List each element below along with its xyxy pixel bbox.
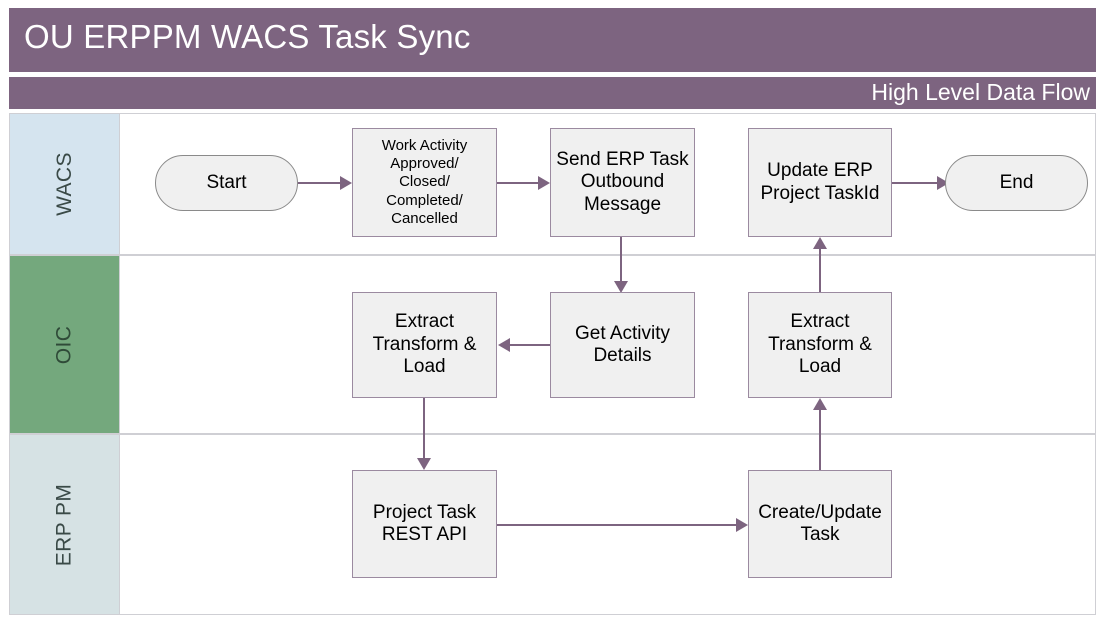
swimlane-header-erppm: ERP PM bbox=[10, 435, 120, 614]
title-band: OU ERPPM WACS Task Sync bbox=[9, 8, 1096, 72]
node-send-erp-label: Send ERP Task Outbound Message bbox=[556, 148, 689, 215]
connector-project-task-api-to-create-update bbox=[497, 524, 736, 526]
swimlane-label-wacs: WACS bbox=[52, 152, 76, 216]
node-project-task-rest-api[interactable]: Project Task REST API bbox=[352, 470, 497, 578]
arrowhead-work-activity-to-send-erp bbox=[538, 176, 550, 190]
node-update-erp-label: Update ERP Project TaskId bbox=[760, 160, 880, 204]
connector-work-activity-to-send-erp bbox=[497, 182, 538, 184]
node-etl-right-label: Extract Transform & Load bbox=[768, 311, 872, 378]
swimlane-label-erppm: ERP PM bbox=[52, 483, 76, 566]
node-end-label: End bbox=[999, 171, 1034, 193]
page-subtitle: High Level Data Flow bbox=[871, 79, 1090, 105]
connector-etl-right-to-update-erp bbox=[819, 249, 821, 292]
connector-etl-left-to-project-task-api bbox=[423, 398, 425, 458]
arrowhead-project-task-api-to-create-update bbox=[736, 518, 748, 532]
node-end[interactable]: End bbox=[945, 155, 1088, 211]
node-extract-transform-load-left[interactable]: Extract Transform & Load bbox=[352, 292, 497, 398]
node-get-activity-label: Get Activity Details bbox=[574, 322, 671, 366]
arrowhead-start-to-work-activity bbox=[340, 176, 352, 190]
connector-update-erp-to-end bbox=[892, 182, 937, 184]
node-extract-transform-load-right[interactable]: Extract Transform & Load bbox=[748, 292, 892, 398]
node-create-update-task[interactable]: Create/Update Task bbox=[748, 470, 892, 578]
node-project-task-api-label: Project Task REST API bbox=[372, 501, 477, 545]
node-etl-left-label: Extract Transform & Load bbox=[372, 311, 477, 378]
swimlane-area: WACS OIC ERP PM bbox=[9, 113, 1096, 615]
node-work-activity-label: Work Activity Approved/ Closed/ Complete… bbox=[381, 136, 468, 227]
swimlane-header-oic: OIC bbox=[10, 256, 120, 433]
arrowhead-send-erp-to-get-activity bbox=[614, 281, 628, 293]
node-work-activity[interactable]: Work Activity Approved/ Closed/ Complete… bbox=[352, 128, 497, 237]
node-get-activity-details[interactable]: Get Activity Details bbox=[550, 292, 695, 398]
connector-get-activity-to-etl-left bbox=[510, 344, 550, 346]
arrowhead-create-update-to-etl-right bbox=[813, 398, 827, 410]
connector-create-update-to-etl-right bbox=[819, 410, 821, 470]
connector-start-to-work-activity bbox=[298, 182, 340, 184]
swimlane-label-oic: OIC bbox=[52, 325, 76, 364]
arrowhead-etl-left-to-project-task-api bbox=[417, 458, 431, 470]
swimlane-header-wacs: WACS bbox=[10, 114, 120, 254]
connector-send-erp-to-get-activity bbox=[620, 237, 622, 281]
node-start[interactable]: Start bbox=[155, 155, 298, 211]
page-title: OU ERPPM WACS Task Sync bbox=[24, 18, 471, 55]
subtitle-band: High Level Data Flow bbox=[9, 77, 1096, 109]
node-start-label: Start bbox=[206, 171, 247, 193]
node-send-erp-task-outbound-message[interactable]: Send ERP Task Outbound Message bbox=[550, 128, 695, 237]
node-create-update-label: Create/Update Task bbox=[758, 501, 882, 545]
arrowhead-get-activity-to-etl-left bbox=[498, 338, 510, 352]
arrowhead-etl-right-to-update-erp bbox=[813, 237, 827, 249]
node-update-erp-project-taskid[interactable]: Update ERP Project TaskId bbox=[748, 128, 892, 237]
